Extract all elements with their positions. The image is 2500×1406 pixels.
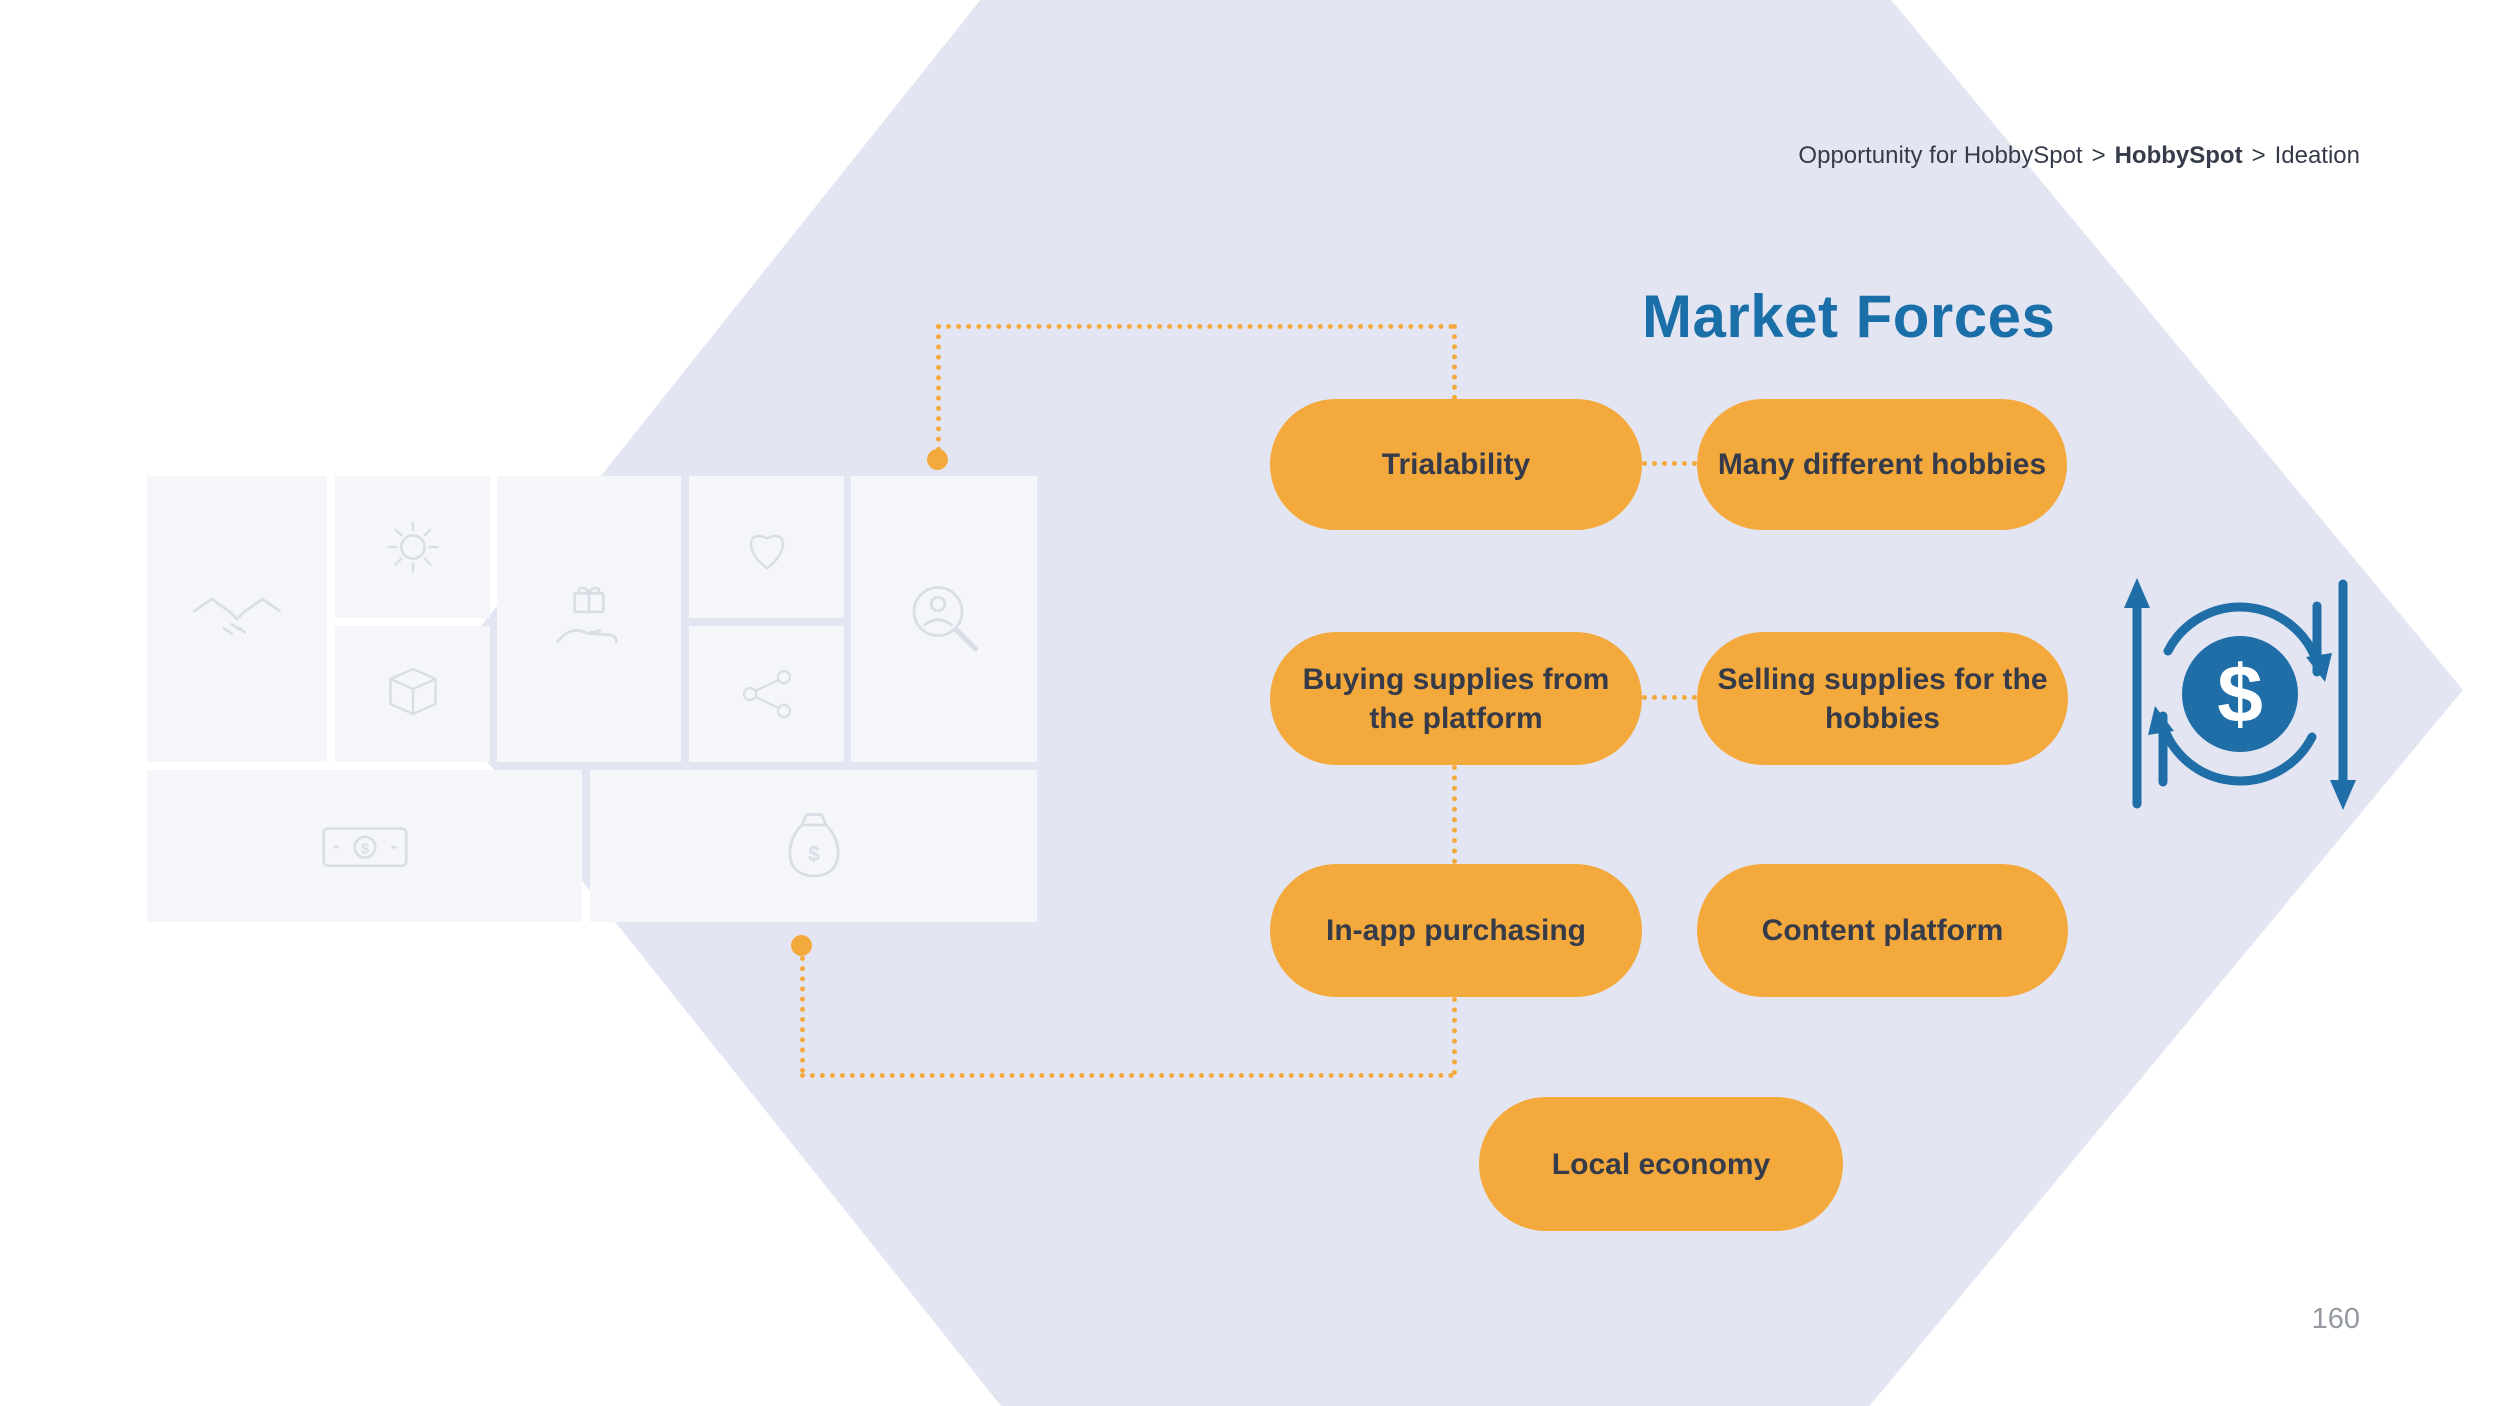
canvas-card: $ — [147, 770, 582, 922]
canvas-card — [147, 476, 327, 762]
pill-selling-supplies: Selling supplies for the hobbies — [1697, 632, 2068, 765]
breadcrumb-separator: > — [2091, 142, 2106, 169]
svg-text:$: $ — [2217, 649, 2263, 740]
pill-content-platform: Content platform — [1697, 864, 2068, 997]
pill-many-different-hobbies: Many different hobbies — [1697, 399, 2067, 530]
share-icon — [742, 669, 791, 719]
connector-line — [1642, 461, 1697, 466]
connector-line — [1452, 997, 1457, 1075]
package-icon — [388, 667, 437, 716]
canvas-card: $ — [590, 770, 1037, 922]
connector-line — [800, 956, 805, 1073]
pill-buying-supplies: Buying supplies from the platform — [1270, 632, 1642, 765]
breadcrumb-item-current: HobbySpot — [2114, 142, 2243, 169]
canvas-card — [851, 476, 1037, 762]
banknote-icon: $ — [321, 826, 408, 867]
pill-in-app-purchasing: In-app purchasing — [1270, 864, 1642, 997]
connector-line — [936, 324, 941, 452]
breadcrumb-item: Ideation — [2274, 142, 2360, 169]
canvas-card — [689, 626, 844, 762]
connector-line — [1452, 765, 1457, 864]
connector-line — [936, 324, 1454, 329]
svg-text:$: $ — [808, 843, 820, 866]
gift-in-hand-icon — [556, 586, 618, 644]
heart-icon — [749, 534, 784, 569]
breadcrumb-separator: > — [2251, 142, 2266, 169]
connector-line — [800, 1073, 1454, 1078]
pill-local-economy: Local economy — [1479, 1097, 1843, 1231]
connector-line — [1642, 695, 1697, 700]
connector-dot — [927, 449, 948, 470]
gear-icon — [386, 521, 439, 573]
connector-dot — [791, 935, 812, 956]
page-title: Market Forces — [1642, 283, 2056, 350]
person-search-icon — [912, 586, 979, 652]
connector-line — [1452, 324, 1457, 400]
canvas-card — [335, 626, 490, 762]
svg-text:$: $ — [360, 840, 369, 857]
handshake-icon — [193, 597, 281, 635]
canvas-card — [335, 476, 490, 618]
breadcrumb: Opportunity for HobbySpot > HobbySpot > … — [1798, 142, 2360, 170]
canvas-card — [497, 476, 681, 762]
page-number: 160 — [2311, 1303, 2360, 1335]
canvas-card — [689, 476, 844, 618]
money-bag-icon: $ — [788, 813, 839, 878]
breadcrumb-item: Opportunity for HobbySpot — [1798, 142, 2083, 169]
pill-trialability: Trialability — [1270, 399, 1642, 530]
dollar-cycle-icon: $ — [2124, 578, 2356, 810]
